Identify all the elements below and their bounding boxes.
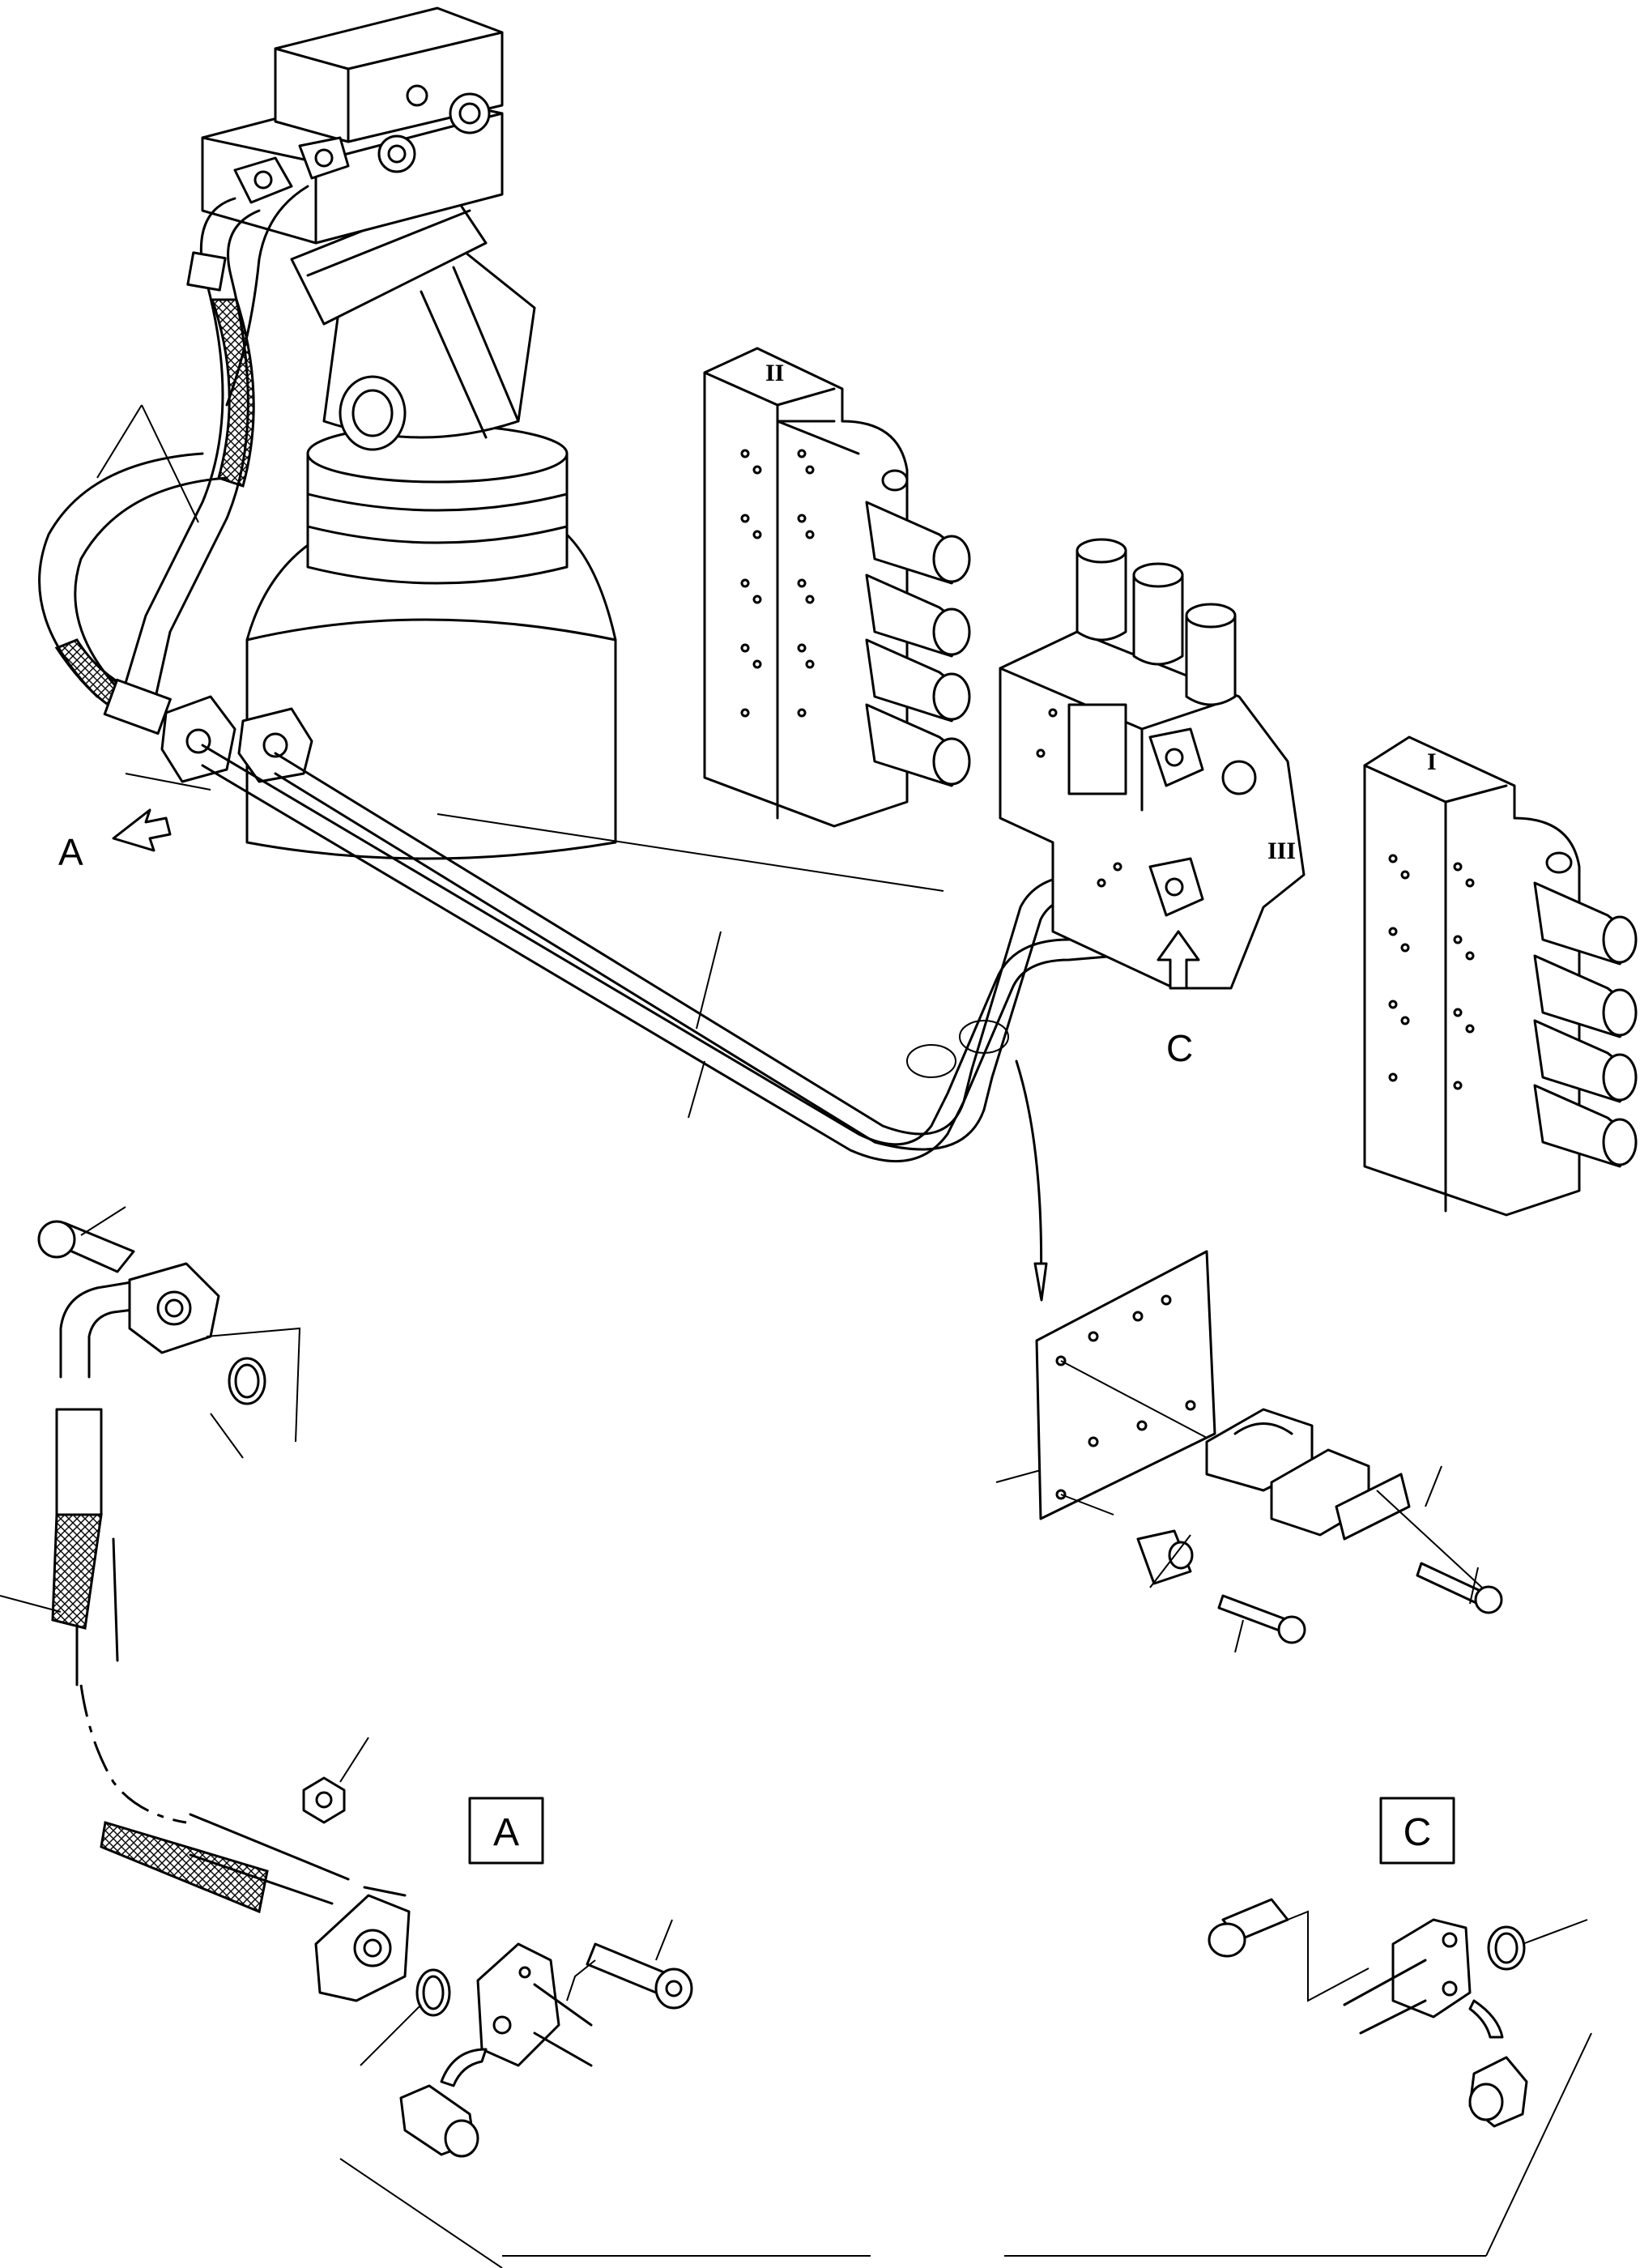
valve-block-i: I bbox=[1363, 735, 1638, 1217]
detail-c-label: C bbox=[1404, 1811, 1432, 1854]
view-arrow-c: C bbox=[1157, 930, 1200, 1069]
flange-pair-a bbox=[160, 695, 313, 783]
leader-lines bbox=[96, 404, 944, 1119]
detail-a-label: A bbox=[493, 1811, 519, 1854]
valve-iii-label: III bbox=[1267, 838, 1296, 864]
valve-i-solenoids bbox=[1533, 881, 1638, 1168]
valve-ii-solenoids bbox=[865, 501, 971, 787]
swivel-joint bbox=[201, 6, 617, 860]
detail-a: A bbox=[100, 1737, 871, 2268]
view-a-label: A bbox=[58, 831, 83, 873]
valve-ii-ports bbox=[740, 449, 815, 718]
detail-c-frame bbox=[1379, 1797, 1455, 1865]
valve-ii-label: II bbox=[765, 360, 784, 386]
valve-i-label: I bbox=[1427, 748, 1437, 775]
detail-c: C bbox=[1004, 1797, 1592, 2257]
view-arrow-a: A bbox=[58, 808, 172, 873]
view-c-label: C bbox=[1166, 1027, 1193, 1069]
hydraulic-hoses bbox=[38, 185, 309, 735]
valve-block-ii: II bbox=[703, 347, 971, 828]
bracket-plate-assembly bbox=[995, 1250, 1503, 1653]
valve-i-ports bbox=[1388, 854, 1475, 1090]
hose-elbow-detail bbox=[0, 1206, 301, 1824]
detail-callout-curve bbox=[1015, 1059, 1043, 1298]
detail-a-frame bbox=[468, 1797, 544, 1865]
valve-block-iii: III bbox=[999, 538, 1306, 990]
